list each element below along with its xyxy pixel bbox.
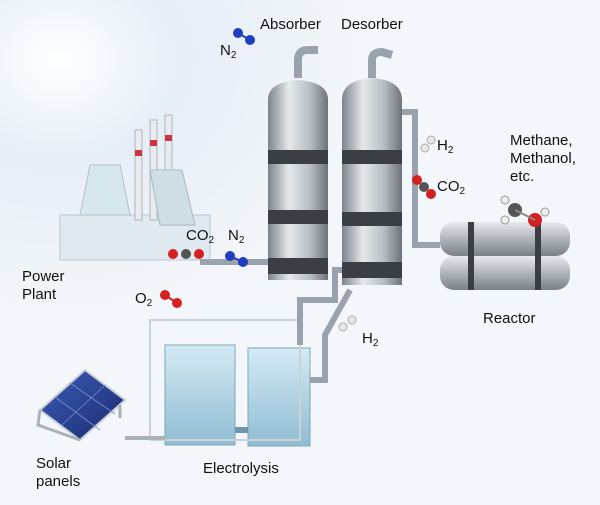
n2-molecule-top [233, 28, 255, 45]
o2-label: O2 [135, 290, 153, 309]
h2-molecule-right [420, 135, 436, 153]
co2-right-label: CO2 [437, 178, 466, 197]
co2-molecule-left [168, 249, 204, 259]
hydrogen-pipe [297, 267, 342, 345]
h2-right-label: H2 [437, 137, 454, 156]
electrolysis-label: Electrolysis [203, 460, 279, 477]
solar-panel-graphic [36, 368, 165, 442]
reactor-graphic [440, 222, 570, 290]
h2-molecule-bottom [338, 315, 357, 332]
product-molecule [500, 195, 550, 227]
solar-panels-label: Solar panels [36, 455, 81, 490]
o2-molecule [160, 290, 182, 308]
power-plant-graphic [59, 114, 211, 261]
desorber-column [342, 47, 402, 285]
products-label: Methane, Methanol, etc. [510, 132, 576, 185]
n2-molecule-mid [225, 251, 248, 267]
absorber-label: Absorber [260, 16, 321, 33]
co2-molecule-right [412, 175, 436, 199]
absorber-column [268, 46, 328, 280]
n2-top-label: N2 [220, 42, 237, 61]
h2-bottom-label: H2 [362, 330, 379, 349]
reactor-label: Reactor [483, 310, 536, 327]
electrolysis-graphic [149, 267, 353, 447]
desorber-label: Desorber [341, 16, 403, 33]
co2-left-label: CO2 [186, 227, 215, 246]
n2-mid-label: N2 [228, 227, 245, 246]
power-plant-label: Power Plant [22, 268, 65, 303]
